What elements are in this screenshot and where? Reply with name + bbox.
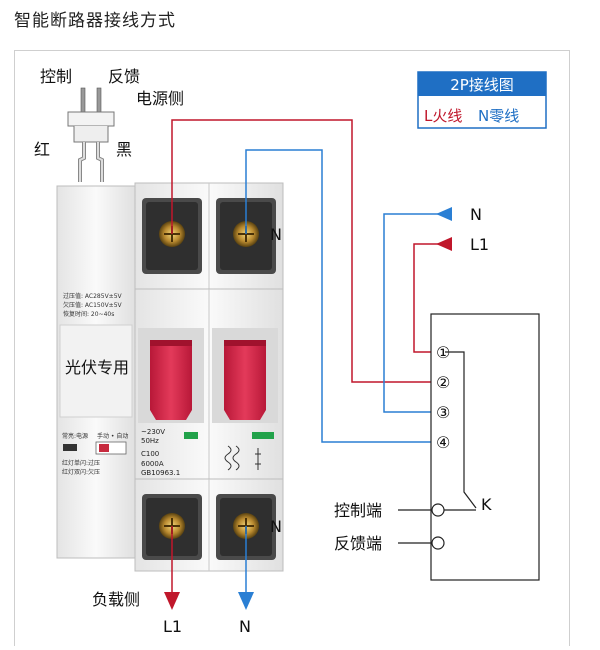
mode-switch-panel: 常亮:电源 手动 • 自动 红灯单闪:过压 红灯双闪:欠压 xyxy=(62,432,128,476)
page-title: 智能断路器接线方式 xyxy=(14,11,176,31)
breaker: N ~230V 50Hz C100 6000A GB10963.1 过压值 xyxy=(56,182,284,572)
svg-text:红灯单闪:过压: 红灯单闪:过压 xyxy=(62,459,100,467)
terminal-4: ④ xyxy=(436,433,450,452)
source-side-label: 电源侧 xyxy=(136,89,184,108)
svg-text:50Hz: 50Hz xyxy=(141,437,159,445)
legend-box: 2P接线图 L火线 N零线 xyxy=(417,71,547,129)
wire-in-l1-to-terminal-1 xyxy=(413,243,452,353)
switch-k-label: K xyxy=(481,495,492,514)
diagram-frame xyxy=(14,50,570,646)
plug-feedback-label: 反馈 xyxy=(108,67,140,86)
legend-heading: 2P接线图 xyxy=(450,76,514,94)
n-terminal-top-label: N xyxy=(270,225,282,244)
status-led-icon xyxy=(63,444,77,451)
svg-text:C100: C100 xyxy=(141,450,159,458)
svg-text:手动 • 自动: 手动 • 自动 xyxy=(97,432,128,440)
out-l1-label: L1 xyxy=(163,617,182,636)
pv-label: 光伏专用 xyxy=(65,358,129,377)
svg-text:GB10963.1: GB10963.1 xyxy=(141,469,180,477)
wire-in-n-to-terminal-3 xyxy=(383,213,452,413)
terminal-3: ③ xyxy=(436,403,450,422)
breaker-handle-l xyxy=(150,340,192,420)
n-terminal-bottom-label: N xyxy=(270,517,282,536)
terminal-2: ② xyxy=(436,373,450,392)
arrow-in-l1-icon xyxy=(436,237,452,251)
wire-l-to-terminal-2 xyxy=(171,119,434,383)
svg-text:6000A: 6000A xyxy=(141,460,164,468)
feedback-port-icon xyxy=(431,536,445,550)
rating-label: ~230V 50Hz C100 6000A GB10963.1 xyxy=(141,428,198,477)
control-port-icon xyxy=(431,503,445,517)
terminal-1: ① xyxy=(436,343,450,362)
out-n-label: N xyxy=(239,617,251,636)
svg-text:恢复时间: 20~40s: 恢复时间: 20~40s xyxy=(63,310,114,318)
feedback-port-label: 反馈端 xyxy=(334,534,382,553)
controller-box: ① ② ③ ④ K xyxy=(398,313,540,581)
control-port-label: 控制端 xyxy=(334,501,382,520)
svg-text:红灯双闪:欠压: 红灯双闪:欠压 xyxy=(62,468,100,476)
arrow-out-n-icon xyxy=(238,592,254,610)
in-n-label: N xyxy=(470,205,482,224)
wire-n-to-terminal-4 xyxy=(245,149,434,443)
load-side-label: 负载侧 xyxy=(92,590,140,609)
arrow-out-l1-icon xyxy=(164,592,180,610)
breaker-handle-n xyxy=(224,340,266,420)
spec-panel: 过压值: AC285V±5V 欠压值: AC150V±5V 恢复时间: 20~4… xyxy=(63,292,123,318)
svg-text:~230V: ~230V xyxy=(141,428,165,436)
arrow-in-n-icon xyxy=(436,207,452,221)
legend-neutral: N零线 xyxy=(478,107,519,125)
svg-text:常亮:电源: 常亮:电源 xyxy=(62,432,88,440)
circuit-symbol xyxy=(224,432,274,471)
switch-k-icon xyxy=(445,351,477,509)
in-l1-label: L1 xyxy=(470,235,489,254)
svg-text:过压值: AC285V±5V: 过压值: AC285V±5V xyxy=(63,292,123,300)
svg-text:欠压值: AC150V±5V: 欠压值: AC150V±5V xyxy=(63,301,123,309)
legend-live: L火线 xyxy=(424,107,462,125)
plug-red-label: 红 xyxy=(34,140,50,159)
plug-black-label: 黑 xyxy=(116,140,132,159)
plug-control-label: 控制 xyxy=(40,67,72,86)
control-plug: 控制 反馈 红 黑 xyxy=(34,67,140,182)
